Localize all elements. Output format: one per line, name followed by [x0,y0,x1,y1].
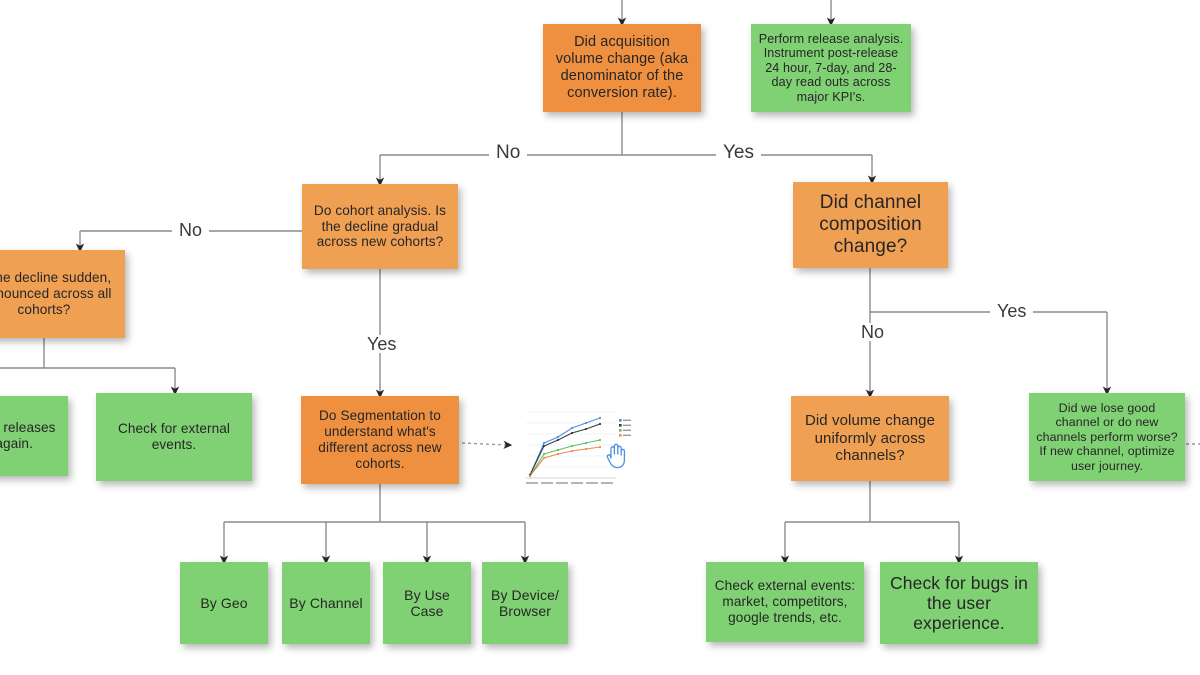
chart-series-s4 [529,446,601,477]
check-external-events-market-node[interactable]: Check external events: market, competito… [706,562,864,642]
perform-release-analysis-node[interactable]: Perform release analysis. Instrument pos… [751,24,911,112]
chart-series-s1 [529,417,601,476]
chart-x-tick-labels [526,482,613,484]
chart-series-s2 [529,423,601,476]
by-device-browser-node[interactable]: By Device/ Browser [482,562,568,644]
check-for-bugs-node[interactable]: Check for bugs in the user experience. [880,562,1038,644]
edge-label-no-top: No [489,143,528,162]
edge-label-no-channel: No [854,323,892,341]
segmentation-line-chart-thumbnail[interactable] [518,402,634,490]
do-cohort-analysis-node[interactable]: Do cohort analysis. Is the decline gradu… [302,184,458,269]
did-we-lose-good-channel-node[interactable]: Did we lose good channel or do new chann… [1029,393,1185,481]
check-for-releases-node[interactable]: Check for releases & try again. [0,396,68,476]
check-for-external-events-node[interactable]: Check for external events. [96,393,252,481]
did-acquisition-volume-change-node[interactable]: Did acquisition volume change (aka denom… [543,24,701,112]
hand-cursor-icon [606,443,626,469]
by-use-case-node[interactable]: By Use Case [383,562,471,644]
edge-label-yes-channel: Yes [990,302,1034,320]
chart-legend [619,419,631,437]
do-segmentation-node[interactable]: Do Segmentation to understand what's dif… [301,396,459,484]
did-channel-composition-change-node[interactable]: Did channel composition change? [793,182,948,268]
by-channel-node[interactable]: By Channel [282,562,370,644]
did-volume-change-uniformly-node[interactable]: Did volume change uniformly across chann… [791,396,949,481]
chart-series-s3 [529,439,601,477]
edge-label-yes-top: Yes [716,143,761,162]
chart-series-group [529,417,601,477]
is-the-decline-sudden-node[interactable]: Is the decline sudden, pronounced across… [0,250,125,338]
edge-label-no-left: No [172,221,210,239]
edge-label-yes-center: Yes [360,335,404,353]
chart-markers [528,416,602,478]
by-geo-node[interactable]: By Geo [180,562,268,644]
